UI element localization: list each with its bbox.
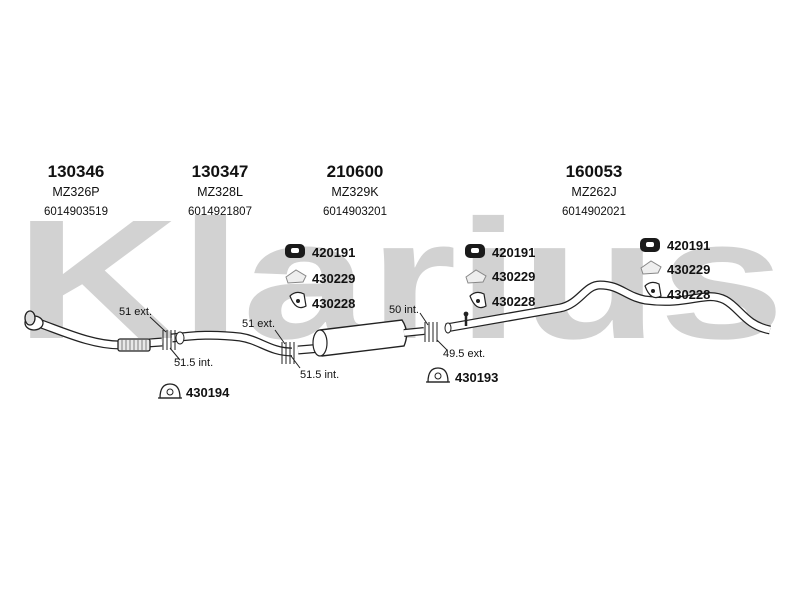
dimension-label: 51 ext. [119,306,153,318]
mount-label: 430228 [312,296,356,311]
dimension-label: 51.5 int. [300,369,340,381]
mounting-bracket-icon [285,269,307,284]
joint-marks [149,312,448,369]
part-code: MZ326P [52,185,100,199]
rubber-hanger-icon [465,244,485,258]
part-number: 160053 [565,162,623,181]
rubber-hanger-icon [285,244,305,258]
part-code: MZ262J [571,185,617,199]
rubber-hanger-icon [640,238,660,252]
mount-label: 430228 [492,294,536,309]
dimension-label: 51.5 int. [174,357,214,369]
dimension-label: 49.5 ext. [443,348,486,360]
dimension-label: 50 int. [389,304,419,316]
mount-label: 420191 [492,245,536,260]
mount-icons [158,238,662,399]
part-ean: 6014902021 [562,206,626,218]
part-code: MZ329K [331,185,379,199]
intermediate-pipe-130347 [171,330,293,357]
part-number: 130346 [47,162,105,181]
part-number: 130347 [191,162,249,181]
clamp-icon [644,281,662,299]
part-ean: 6014903519 [44,206,108,218]
front-pipe-130346 [24,310,163,352]
part-ean: 6014903201 [323,206,387,218]
muffler-210600 [297,319,425,357]
part-ean: 6014921807 [188,206,252,218]
mount-label: 430229 [492,269,536,284]
gasket-icon [426,367,450,383]
part-number: 210600 [326,162,384,181]
mount-label: 420191 [312,245,356,260]
mount-label: 430229 [312,271,356,286]
mount-label: 420191 [667,238,711,253]
fitting-label: 430193 [455,370,499,385]
part-code: MZ328L [197,185,243,199]
tail-pipe-160053 [444,280,772,335]
mount-label: 430229 [667,262,711,277]
clamp-icon [289,291,307,309]
fitting-label: 430194 [186,385,230,400]
mounting-bracket-icon [465,269,487,284]
clamp-icon [469,291,487,309]
mount-label: 430228 [667,287,711,302]
dimension-label: 51 ext. [242,318,276,330]
mounting-bracket-icon [640,260,662,275]
gasket-icon [158,383,182,399]
